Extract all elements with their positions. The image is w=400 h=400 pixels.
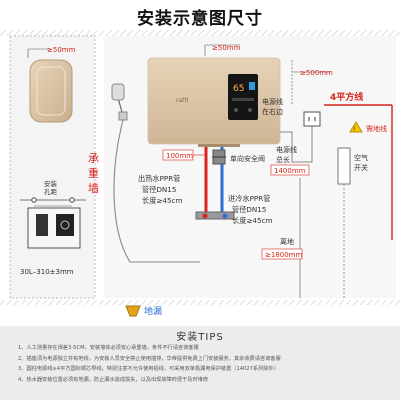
floor-drain-icon bbox=[125, 305, 141, 317]
tips-title: 安装TIPS bbox=[176, 332, 224, 343]
mount-holes-label-2: 孔距 bbox=[44, 188, 58, 196]
breaker-icon bbox=[337, 147, 351, 185]
wall-label-2: 重 bbox=[88, 166, 99, 180]
wall-label-1: 承 bbox=[88, 152, 99, 165]
mixing-valve bbox=[195, 211, 235, 220]
mount-holes-value: 30L–310±3mm bbox=[20, 268, 74, 276]
socket-icon bbox=[303, 111, 321, 127]
svg-text:65: 65 bbox=[233, 84, 244, 94]
diagram-title: 安装示意图尺寸 bbox=[137, 9, 263, 29]
cord-length-label-1: 电源线 bbox=[276, 145, 297, 154]
diagram-canvas: ≥50mm 安装 孔距 30L–310±3mm 承 重 墙 ≥50mm ≥500… bbox=[0, 30, 400, 317]
ceiling-clearance-label: ≥500mm bbox=[300, 69, 333, 77]
svg-text:!: ! bbox=[353, 126, 355, 133]
check-valve-label: 单向安全阀 bbox=[230, 154, 265, 163]
floor-hatch bbox=[0, 300, 400, 305]
cold-pipe-label-2: 管径DN15 bbox=[232, 205, 266, 214]
side-view-panel bbox=[9, 35, 96, 299]
cord-length-label-2: 总长 bbox=[276, 155, 290, 164]
cold-pipe-label-3: 长度≥45cm bbox=[232, 216, 273, 225]
cord-right-label-1: 电源线 bbox=[262, 97, 283, 106]
brand-logo: ratti bbox=[176, 97, 189, 104]
pipe-offset-label: 100mm bbox=[166, 152, 193, 160]
water-heater bbox=[147, 57, 281, 145]
control-display bbox=[228, 74, 258, 120]
floor-distance-value: ≥1800mm bbox=[265, 251, 302, 259]
wire-spec-label: 4平方线 bbox=[330, 91, 363, 103]
ground-warning-icon bbox=[349, 121, 363, 133]
shower-hose bbox=[113, 119, 200, 263]
tip-item: 1、人工测量存在误差3-5CM，安装墙体必须安心承重墙，条件不行请咨询客服 bbox=[18, 345, 199, 351]
mount-holes-label-1: 安装 bbox=[44, 179, 58, 188]
side-view-heater bbox=[29, 59, 73, 123]
power-cord bbox=[280, 120, 313, 163]
tip-item: 4、热水器安装位置必须有地漏，防止漏水造成损失，以及出现故障时便于及时维修 bbox=[18, 376, 209, 383]
tips-list: 1、人工测量存在误差3-5CM，安装墙体必须安心承重墙，条件不行请咨询客服 2、… bbox=[18, 343, 396, 385]
tip-item: 3、圆柱电源线≥4平方国标铜芯导线，特别注意不允许使用铝线，可采用双单极漏电保护… bbox=[18, 366, 279, 373]
breaker-label-1: 空气 bbox=[354, 153, 368, 162]
floor-drain-label: 地漏 bbox=[144, 305, 162, 317]
breaker-label-2: 开关 bbox=[354, 163, 368, 172]
hot-pipe-label-2: 管径DN15 bbox=[142, 185, 176, 194]
cold-pipe-label-1: 进冷水PPR管 bbox=[228, 194, 270, 203]
wall-label-3: 墙 bbox=[88, 181, 99, 195]
cord-length-value: 1400mm bbox=[274, 167, 306, 175]
cord-right-label-2: 在右边 bbox=[262, 107, 283, 116]
tips-panel: 安装TIPS 1、人工测量存在误差3-5CM，安装墙体必须安心承重墙，条件不行请… bbox=[0, 326, 400, 400]
floor-distance-label: 离地 bbox=[280, 237, 294, 246]
ground-wire-label: 需地线 bbox=[366, 124, 387, 133]
shower-head-icon bbox=[111, 83, 125, 101]
hot-pipe-label-3: 长度≥45cm bbox=[142, 196, 183, 205]
top-clearance-label: ≥50mm bbox=[212, 44, 241, 52]
tip-item: 2、插座须为电源独立并有地线，为安装人员安全禁止使用插排，华帝提供免费上门安装服… bbox=[18, 355, 281, 362]
hot-pipe-label-1: 出热水PPR管 bbox=[138, 174, 180, 183]
ceiling-hatch bbox=[0, 30, 400, 36]
left-clearance-label: ≥50mm bbox=[47, 46, 76, 54]
